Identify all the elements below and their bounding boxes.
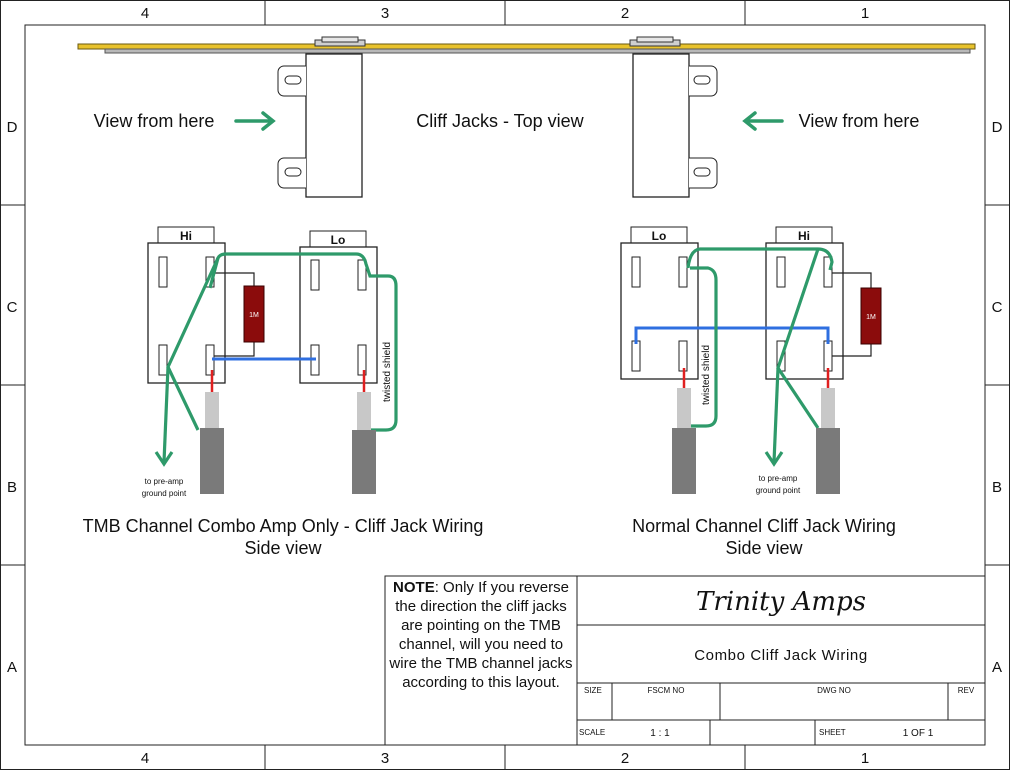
ground-label: to pre-amp [145, 477, 184, 486]
view-label-left: View from here [94, 111, 215, 131]
sheet-value: 1 OF 1 [903, 728, 934, 739]
cable-jacket [672, 428, 696, 494]
row-label: B [992, 479, 1002, 496]
col-label: 4 [141, 750, 149, 767]
left-wiring-diagram: Hi Lo 1M twisted shield t [83, 226, 484, 558]
top-jack-left [277, 36, 366, 198]
right-caption: Normal Channel Cliff Jack Wiring [632, 516, 896, 536]
cable-core [677, 388, 691, 428]
row-label: C [992, 299, 1003, 316]
col-label: 1 [861, 5, 869, 22]
cable-jacket [200, 428, 224, 494]
shield-label: twisted shield [382, 342, 393, 402]
note-box: NOTE: Only If you reverse the direction … [387, 578, 575, 740]
scale-label: SCALE [579, 728, 605, 737]
col-label: 1 [861, 750, 869, 767]
cable-jacket [816, 428, 840, 494]
top-view-title: Cliff Jacks - Top view [416, 111, 584, 131]
resistor-1m [243, 285, 265, 343]
frame-column-labels-bottom: 4 3 2 1 [141, 750, 869, 767]
chassis-panel-edge [104, 48, 971, 54]
col-label: 2 [621, 750, 629, 767]
ground-label: ground point [756, 486, 801, 495]
row-label: D [7, 119, 18, 136]
cable-jacket [352, 430, 376, 494]
col-label: 2 [621, 5, 629, 22]
ground-label: ground point [142, 489, 187, 498]
frame-row-labels-left: D C B A [7, 119, 18, 676]
jack-label: Hi [180, 229, 192, 243]
ground-label: to pre-amp [759, 474, 798, 483]
drawing-title: Combo Cliff Jack Wiring [694, 647, 868, 664]
cable-core [205, 392, 219, 428]
jack-label: Hi [798, 229, 810, 243]
ground-arrow-icon [764, 451, 784, 467]
resistor-1m [860, 287, 882, 345]
row-label: A [7, 659, 17, 676]
note-heading: NOTE [393, 579, 435, 596]
left-caption: TMB Channel Combo Amp Only - Cliff Jack … [83, 516, 484, 536]
row-label: A [992, 659, 1002, 676]
frame-column-labels-top: 4 3 2 1 [141, 5, 869, 22]
jack-label: Lo [331, 233, 346, 247]
row-label: D [992, 119, 1003, 136]
right-wiring-diagram: Lo Hi 1M twisted shield [620, 226, 896, 558]
company-logo: Trinity Amps [696, 587, 866, 617]
size-label: SIZE [584, 686, 602, 695]
resistor-label: 1M [866, 314, 876, 321]
fscm-label: FSCM NO [648, 686, 685, 695]
view-label-right: View from here [799, 111, 920, 131]
top-jack-right [629, 36, 718, 198]
row-label: B [7, 479, 17, 496]
resistor-label: 1M [249, 312, 259, 319]
sheet-label: SHEET [819, 728, 846, 737]
cable-core [821, 388, 835, 428]
shield-label: twisted shield [701, 345, 712, 405]
arrow-right-icon [234, 111, 276, 131]
top-view-panel: View from here Cliff Jacks - Top view Vi… [77, 36, 976, 198]
right-caption-sub: Side view [725, 538, 803, 558]
jack-label: Lo [652, 229, 667, 243]
col-label: 3 [381, 5, 389, 22]
ground-arrow-icon [154, 451, 174, 467]
row-label: C [7, 299, 18, 316]
col-label: 4 [141, 5, 149, 22]
left-caption-sub: Side view [244, 538, 322, 558]
cable-core [357, 392, 371, 430]
dwg-label: DWG NO [817, 686, 851, 695]
arrow-left-icon [742, 111, 784, 131]
frame-row-labels-right: D C B A [992, 119, 1003, 676]
jack-lo-right: Lo [620, 226, 699, 380]
chassis-panel [77, 43, 976, 50]
rev-label: REV [958, 686, 975, 695]
note-text: : Only If you reverse the direction the … [389, 579, 573, 691]
title-block [384, 575, 986, 746]
scale-value: 1 : 1 [650, 728, 670, 739]
col-label: 3 [381, 750, 389, 767]
